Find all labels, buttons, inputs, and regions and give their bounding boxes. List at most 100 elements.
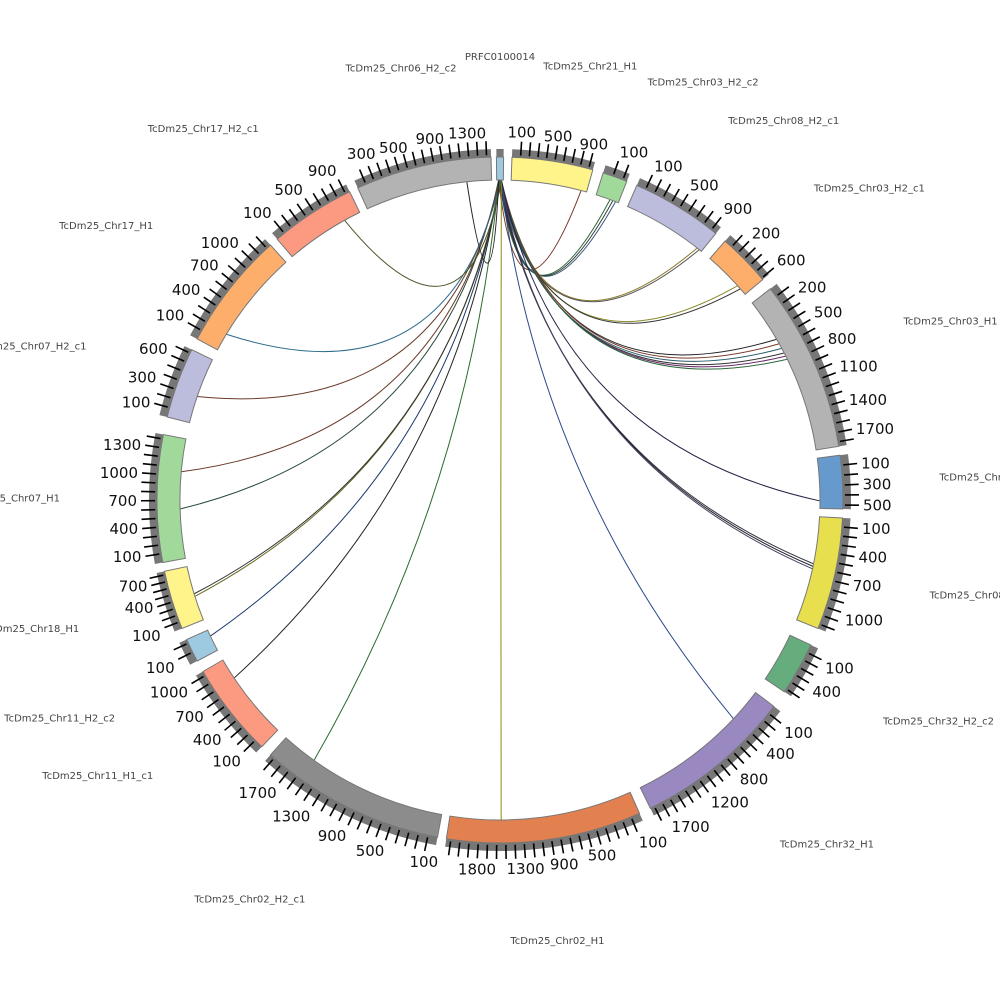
tick-mark <box>365 820 373 834</box>
tick-mark <box>818 362 833 370</box>
tick-label: 500 <box>863 497 892 515</box>
tick-mark <box>160 383 174 390</box>
segment-tcdm25-chr21-h1[interactable] <box>510 141 595 193</box>
segment-label: TcDm25_Chr17_H1 <box>58 221 153 232</box>
tick-label: 400 <box>110 520 139 538</box>
tick-mark <box>447 841 452 856</box>
tick-mark <box>337 179 346 193</box>
tick-mark <box>622 821 629 836</box>
tick-mark <box>677 794 687 808</box>
link-tcdm25-chr18-h1 <box>193 179 502 595</box>
tick-label: 500 <box>814 304 843 322</box>
tick-mark <box>221 272 234 283</box>
segment-tcdm25-chr02-h1[interactable] <box>445 791 643 859</box>
tick-mark <box>187 321 201 331</box>
tick-mark <box>663 183 672 197</box>
segment-band <box>196 244 287 351</box>
tick-mark <box>837 571 852 577</box>
tick-label: 100 <box>243 204 272 222</box>
tick-label: 700 <box>853 577 882 595</box>
tick-mark <box>720 764 731 777</box>
segment-tcdm25-chr28-h1[interactable] <box>816 454 859 510</box>
tick-label: 300 <box>863 475 892 493</box>
tick-mark <box>692 785 702 798</box>
segment-tcdm25-chr08-h1[interactable] <box>796 516 858 632</box>
segment-tcdm25-chr03-h2-c1[interactable] <box>709 234 775 296</box>
segment-label: TcDm25_Chr17_H2_c1 <box>147 124 259 135</box>
tick-mark <box>797 318 811 328</box>
tick-label: 100 <box>212 752 241 770</box>
tick-label: 600 <box>139 340 168 358</box>
segment-prfc0100014[interactable] <box>495 149 505 181</box>
segment-label: TcDm25_Chr08_H1 <box>929 591 1000 602</box>
tick-mark <box>830 598 845 604</box>
tick-mark <box>376 162 383 177</box>
tick-mark <box>329 803 338 817</box>
tick-mark <box>303 788 313 802</box>
segment-label: TcDm25_Chr03_H2_c1 <box>813 184 925 195</box>
tick-mark <box>523 844 527 859</box>
tick-mark <box>429 147 435 162</box>
segment-tcdm25-chr06-h2-c2[interactable] <box>354 141 493 210</box>
segment-axis-band <box>272 184 350 240</box>
tick-mark <box>320 798 329 812</box>
tick-mark <box>733 752 745 765</box>
tick-mark <box>255 236 267 248</box>
segment-axis-band <box>159 346 192 418</box>
tick-mark <box>143 453 158 457</box>
tick-mark <box>824 615 839 622</box>
link-tcdm25-chr28-h1 <box>500 179 821 502</box>
segment-band <box>163 565 204 630</box>
tick-mark <box>466 843 470 858</box>
tick-mark <box>669 799 679 813</box>
tick-mark <box>163 373 178 381</box>
tick-mark <box>806 336 821 344</box>
tick-mark <box>727 758 738 771</box>
segment-tcdm25-chr17-h1[interactable] <box>187 236 287 351</box>
tick-mark <box>224 720 236 731</box>
tick-mark <box>206 698 220 709</box>
tick-mark <box>569 837 574 852</box>
tick-label: 100 <box>861 454 890 472</box>
tick-mark <box>843 462 858 466</box>
segment-tcdm25-chr02-h2-c1[interactable] <box>262 737 443 852</box>
segment-tcdm25-chr08-h2-c1[interactable] <box>626 174 722 253</box>
tick-label: 1700 <box>239 784 277 802</box>
tick-mark <box>241 250 253 261</box>
tick-mark <box>358 169 366 183</box>
segment-tcdm25-chr07-h1[interactable] <box>140 433 187 564</box>
tick-label: 1300 <box>448 124 486 142</box>
segment-tcdm25-chr18-h1[interactable] <box>149 565 204 632</box>
tick-mark <box>393 156 400 171</box>
segment-tcdm25-chr03-h2-c2[interactable] <box>595 160 630 204</box>
segment-tcdm25-chr11-h2-c2[interactable] <box>173 629 219 665</box>
tick-mark <box>688 199 698 212</box>
segment-tcdm25-chr32-h2-c2[interactable] <box>764 634 822 699</box>
tick-mark <box>423 837 429 852</box>
tick-mark <box>159 608 174 615</box>
tick-mark <box>338 807 346 822</box>
tick-mark <box>596 830 602 845</box>
tick-mark <box>756 260 769 271</box>
segment-tcdm25-chr07-h2-c1[interactable] <box>154 345 214 424</box>
tick-mark <box>732 234 743 246</box>
tick-label: 200 <box>752 224 781 242</box>
segment-tcdm25-chr03-h1[interactable] <box>751 283 854 451</box>
segment-tcdm25-chr32-h1[interactable] <box>639 691 782 821</box>
link-tcdm25-chr02-h1 <box>500 180 502 820</box>
tick-label: 1400 <box>849 391 887 409</box>
tick-mark <box>588 152 594 167</box>
tick-mark <box>835 580 850 586</box>
labels-layer: PRFC0100014TcDm25_Chr21_H1TcDm25_Chr03_H… <box>0 52 1000 947</box>
tick-mark <box>764 720 776 731</box>
tick-mark <box>149 574 164 580</box>
segment-tcdm25-chr17-h2-c1[interactable] <box>272 179 361 258</box>
tick-label: 100 <box>639 833 668 851</box>
tick-label: 400 <box>858 549 887 567</box>
tick-mark <box>827 606 842 613</box>
tick-label: 500 <box>379 139 408 157</box>
tick-mark <box>562 147 568 162</box>
tick-mark <box>605 828 611 842</box>
segment-tcdm25-chr11-h1-c1[interactable] <box>191 659 279 753</box>
tick-mark <box>230 727 242 739</box>
